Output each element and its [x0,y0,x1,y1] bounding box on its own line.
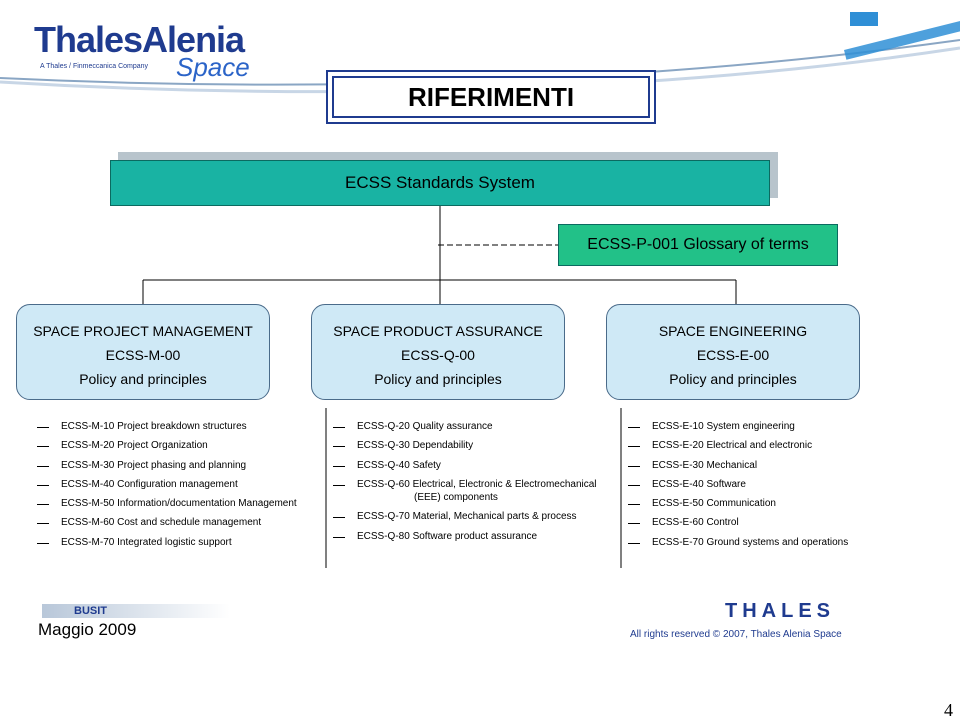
ecss-standards-system: ECSS Standards System [110,160,770,206]
list-item: ECSS-Q-60 Electrical, Electronic & Elect… [333,479,597,490]
list-item: ECSS-Q-80 Software product assurance [333,531,537,542]
branch-product-assurance: SPACE PRODUCT ASSURANCE ECSS-Q-00 Policy… [311,304,565,400]
list-item: ECSS-M-40 Configuration management [37,479,238,490]
list-item: ECSS-M-60 Cost and schedule management [37,517,261,528]
list-item: ECSS-M-70 Integrated logistic support [37,537,232,548]
list-item: ECSS-Q-20 Quality assurance [333,421,493,432]
branch-title: SPACE ENGINEERING [658,323,808,339]
branch-subtitle: Policy and principles [374,371,502,387]
copyright-notice: All rights reserved © 2007, Thales Aleni… [630,629,842,640]
list-item: ECSS-E-30 Mechanical [628,460,757,471]
connector-lines [142,206,737,568]
branch-subtitle: Policy and principles [79,371,207,387]
list-item: ECSS-E-40 Software [628,479,746,490]
branch-engineering: SPACE ENGINEERING ECSS-E-00 Policy and p… [606,304,860,400]
branch-code: ECSS-Q-00 [401,347,475,363]
list-item-continuation: (EEE) components [414,492,498,503]
glossary-box: ECSS-P-001 Glossary of terms [558,224,838,266]
list-item: ECSS-M-10 Project breakdown structures [37,421,247,432]
page-number: 4 [944,700,953,720]
list-item: ECSS-E-60 Control [628,517,739,528]
list-item: ECSS-Q-70 Material, Mechanical parts & p… [333,511,577,522]
list-item: ECSS-E-70 Ground systems and operations [628,537,848,548]
branch-code: ECSS-M-00 [105,347,181,363]
slide-title: RIFERIMENTI [332,76,650,118]
logo-tagline: A Thales / Finmeccanica Company [40,63,149,70]
branch-code: ECSS-E-00 [696,347,770,363]
list-item: ECSS-Q-30 Dependability [333,440,473,451]
list-item: ECSS-M-50 Information/documentation Mana… [37,498,297,509]
list-item: ECSS-E-20 Electrical and electronic [628,440,812,451]
branch-title: SPACE PROJECT MANAGEMENT [33,323,253,339]
slide-title-box: RIFERIMENTI [326,70,656,124]
thales-logo: THALES [725,600,835,622]
branch-subtitle: Policy and principles [669,371,797,387]
branch-title: SPACE PRODUCT ASSURANCE [333,323,543,339]
footer-date: Maggio 2009 [38,620,137,639]
list-item: ECSS-M-20 Project Organization [37,440,208,451]
list-item: ECSS-E-10 System engineering [628,421,795,432]
list-item: ECSS-M-30 Project phasing and planning [37,460,246,471]
list-item: ECSS-Q-40 Safety [333,460,441,471]
corner-accent [850,12,878,26]
busit-label: BUSIT [74,605,107,617]
company-logo: ThalesAlenia [34,19,245,60]
branch-project-management: SPACE PROJECT MANAGEMENT ECSS-M-00 Polic… [16,304,270,400]
footer-band [42,604,230,618]
logo-space: Space [176,52,250,82]
list-item: ECSS-E-50 Communication [628,498,776,509]
